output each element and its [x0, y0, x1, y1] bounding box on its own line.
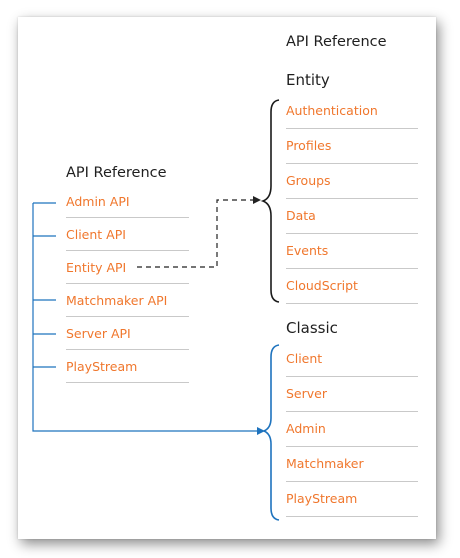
- classic-heading: Classic: [286, 319, 338, 337]
- right-api-reference-title: API Reference: [286, 34, 387, 50]
- separator: [286, 303, 418, 304]
- entity-arrowhead: [253, 196, 261, 204]
- separator: [286, 481, 418, 482]
- separator: [66, 316, 189, 317]
- entity-link-cloudscript[interactable]: CloudScript: [286, 278, 358, 293]
- left-api-reference-title: API Reference: [66, 165, 167, 181]
- entity-link-groups[interactable]: Groups: [286, 173, 331, 188]
- left-link-matchmaker-api[interactable]: Matchmaker API: [66, 293, 168, 308]
- separator: [66, 217, 189, 218]
- classic-link-playstream[interactable]: PlayStream: [286, 491, 358, 506]
- classic-arrowhead: [257, 427, 265, 435]
- left-link-admin-api[interactable]: Admin API: [66, 194, 130, 209]
- entity-brace: [260, 99, 280, 303]
- entity-heading: Entity: [286, 71, 330, 89]
- separator: [66, 349, 189, 350]
- separator: [286, 233, 418, 234]
- entity-dashed-connector: [137, 199, 255, 268]
- entity-link-profiles[interactable]: Profiles: [286, 138, 332, 153]
- separator: [66, 283, 189, 284]
- classic-link-matchmaker[interactable]: Matchmaker: [286, 456, 364, 471]
- separator: [286, 268, 418, 269]
- classic-link-admin[interactable]: Admin: [286, 421, 326, 436]
- separator: [66, 250, 189, 251]
- separator: [286, 516, 418, 517]
- classic-link-client[interactable]: Client: [286, 351, 323, 366]
- separator: [286, 376, 418, 377]
- diagram-card: [18, 17, 436, 539]
- left-tree-trunk: [32, 203, 258, 432]
- classic-link-server[interactable]: Server: [286, 386, 327, 401]
- left-link-client-api[interactable]: Client API: [66, 227, 126, 242]
- separator: [286, 163, 418, 164]
- left-link-entity-api[interactable]: Entity API: [66, 260, 127, 275]
- left-link-server-api[interactable]: Server API: [66, 326, 131, 341]
- entity-link-events[interactable]: Events: [286, 243, 329, 258]
- separator: [286, 446, 418, 447]
- entity-link-data[interactable]: Data: [286, 208, 316, 223]
- left-link-playstream[interactable]: PlayStream: [66, 359, 138, 374]
- separator: [66, 382, 189, 383]
- separator: [286, 198, 418, 199]
- separator: [286, 411, 418, 412]
- separator: [286, 128, 418, 129]
- classic-brace: [261, 344, 280, 521]
- entity-link-authentication[interactable]: Authentication: [286, 103, 378, 118]
